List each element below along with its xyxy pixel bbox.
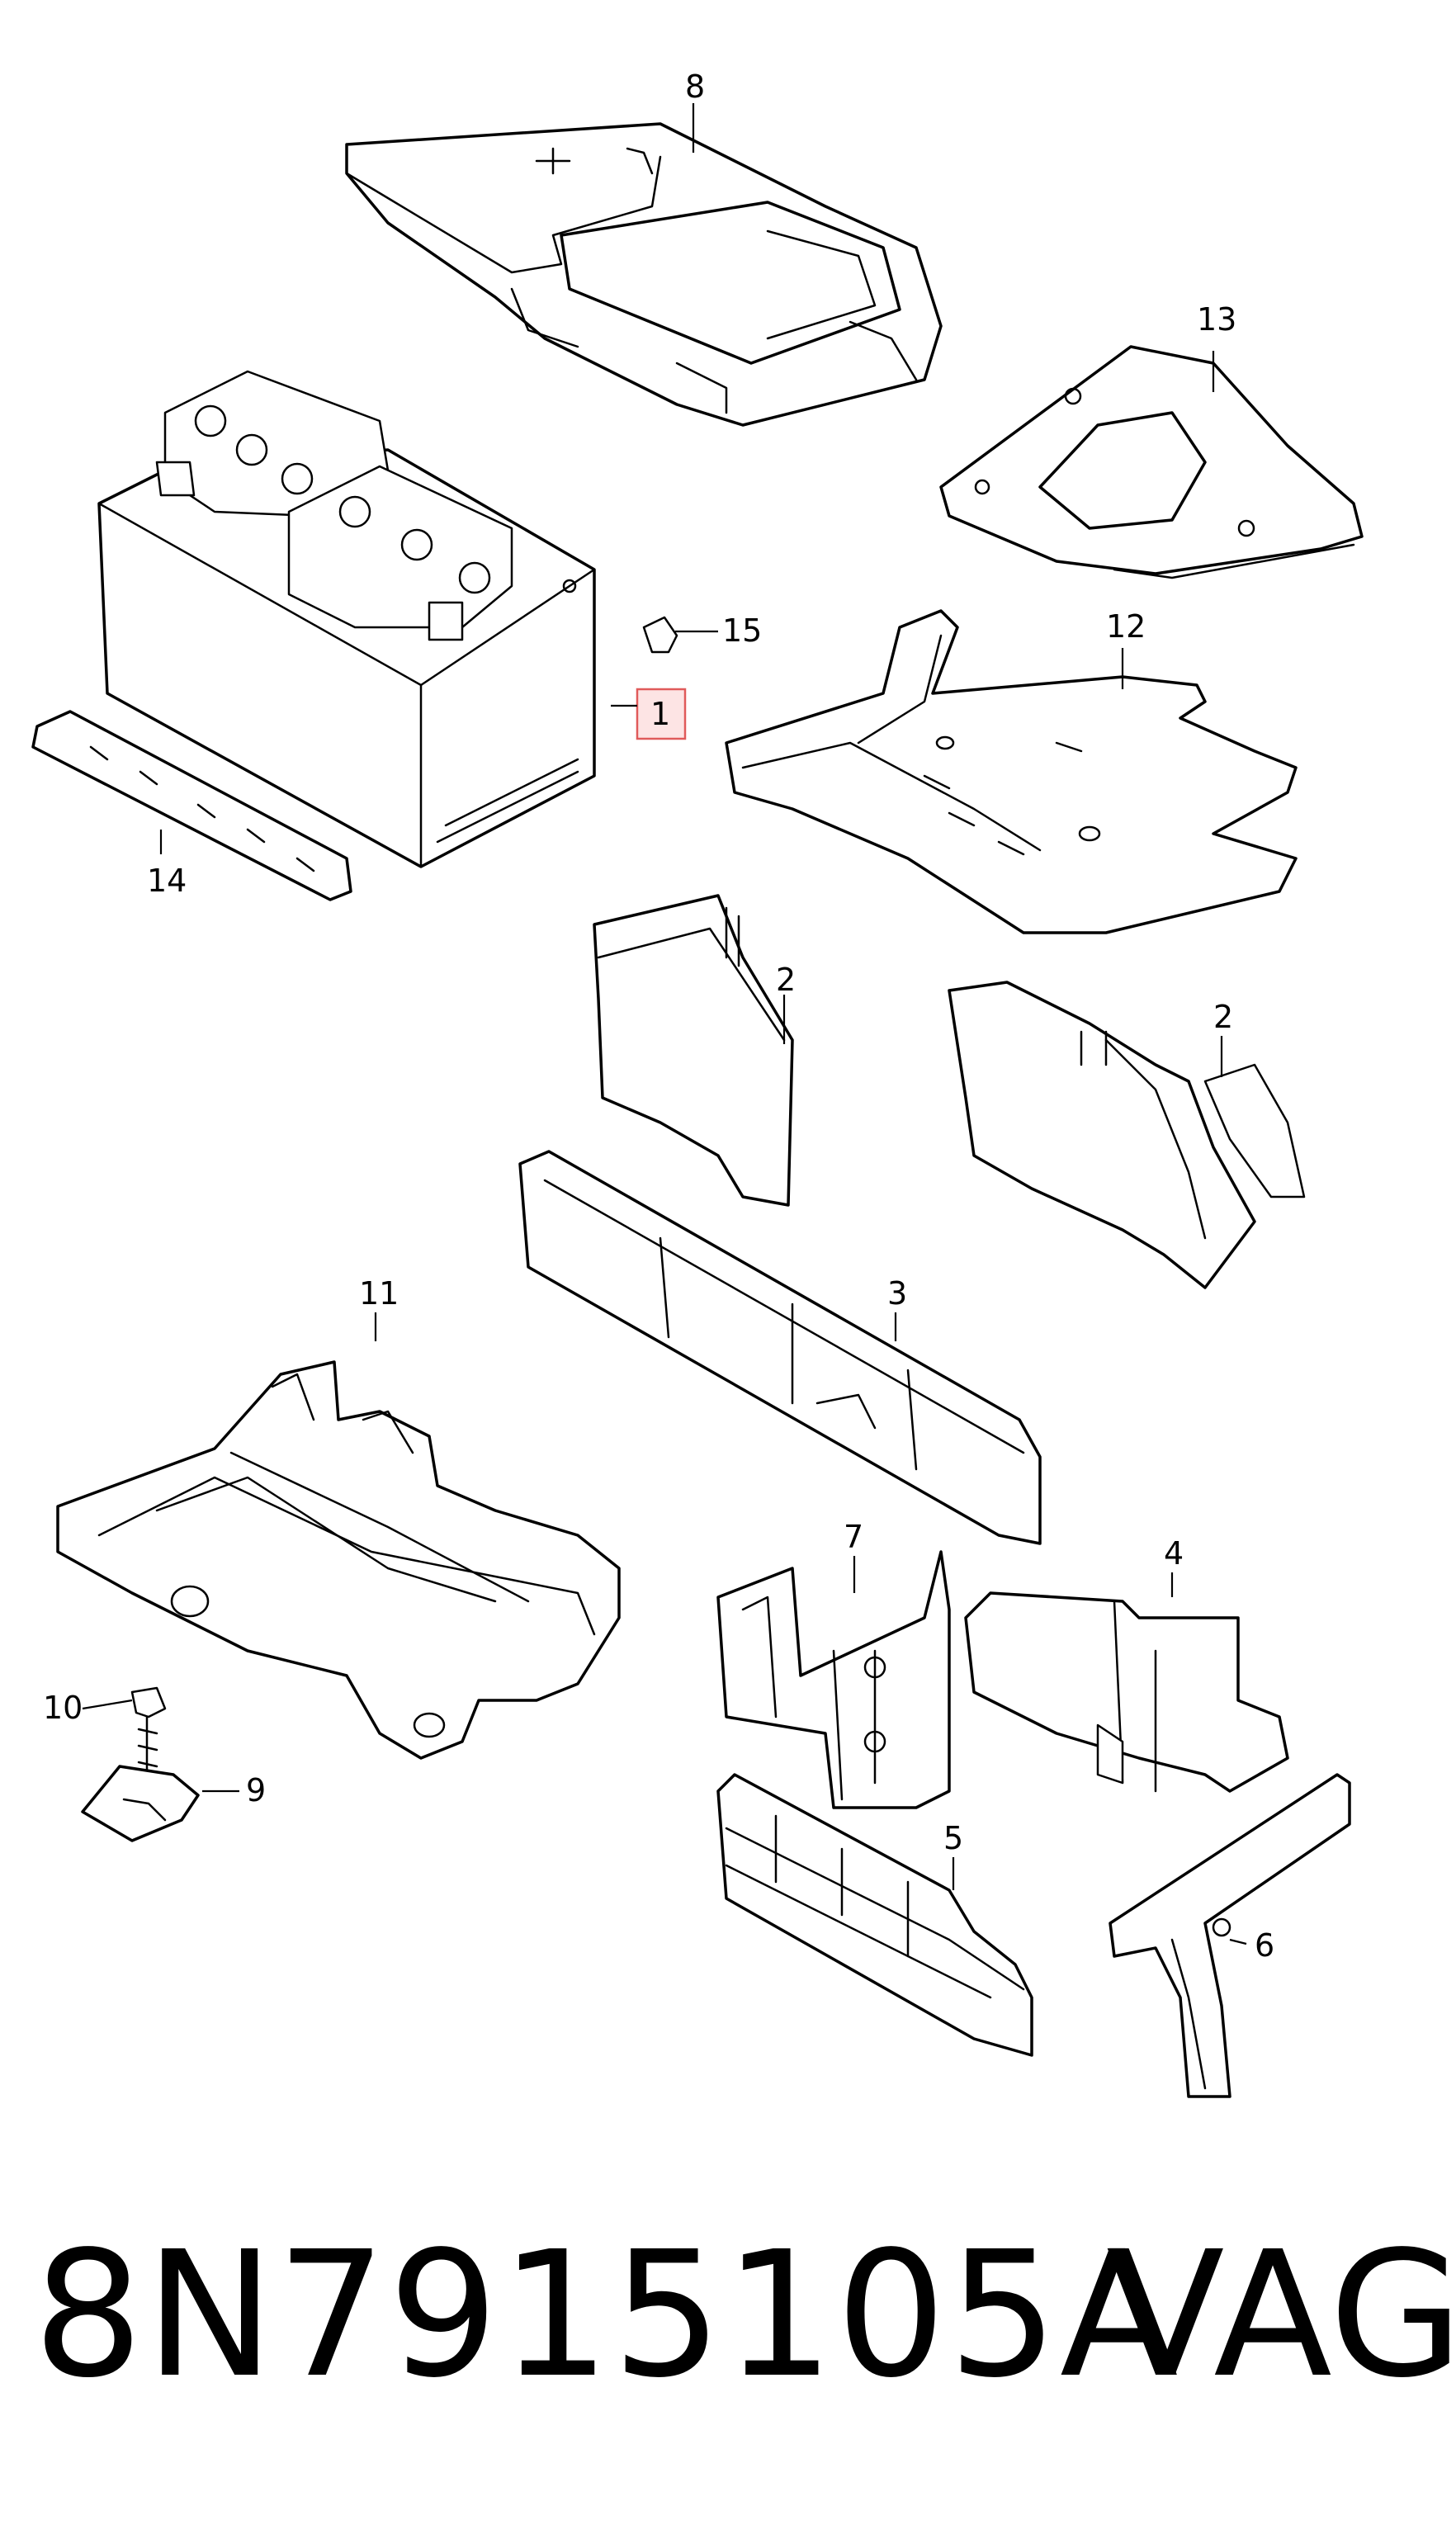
part-1-battery — [97, 370, 596, 868]
callout-13: 13 — [1197, 301, 1236, 338]
callout-7: 7 — [844, 1519, 863, 1555]
part-2-heat-shield-right — [948, 981, 1306, 1289]
exploded-parts-diagram: 8 13 1 15 12 14 2 2 3 11 7 4 5 6 9 10 — [31, 69, 1364, 2098]
callout-2-right: 2 — [1213, 999, 1233, 1035]
callout-11: 11 — [359, 1275, 399, 1312]
part-4-side-panel — [964, 1591, 1289, 1793]
callout-12: 12 — [1106, 608, 1146, 645]
callout-10: 10 — [43, 1690, 83, 1726]
part-11-lower-tray — [56, 1360, 621, 1760]
part-12-battery-tray — [725, 609, 1298, 934]
part-number-label: 8N7915105A — [33, 2214, 1180, 2416]
callout-4: 4 — [1164, 1535, 1184, 1572]
callout-1-highlight — [636, 688, 687, 740]
callout-6: 6 — [1255, 1927, 1274, 1964]
callout-15: 15 — [722, 612, 762, 649]
part-2-heat-shield-left — [593, 894, 794, 1207]
callout-9: 9 — [246, 1772, 266, 1808]
part-14-clamp-strip — [31, 710, 352, 901]
part-3-insulation-panel — [518, 1150, 1042, 1545]
callout-1: 1 — [650, 696, 670, 732]
part-9-clip-nut — [81, 1765, 200, 1842]
part-13-cover — [939, 345, 1364, 579]
brand-label: VAG — [1106, 2214, 1456, 2416]
callout-5: 5 — [943, 1820, 963, 1856]
part-10-bolt — [130, 1686, 167, 1785]
part-7-side-panel — [716, 1550, 951, 1809]
leader-lines — [82, 103, 1247, 1945]
callout-8: 8 — [685, 69, 705, 105]
part-6-bracket — [1109, 1773, 1351, 2098]
part-8-fuse-carrier — [345, 122, 943, 427]
callout-14: 14 — [147, 863, 187, 899]
part-5-insulation-panel — [716, 1773, 1033, 2057]
callout-2-left: 2 — [776, 962, 796, 998]
callout-3: 3 — [887, 1275, 907, 1312]
part-15-plug — [642, 616, 678, 654]
